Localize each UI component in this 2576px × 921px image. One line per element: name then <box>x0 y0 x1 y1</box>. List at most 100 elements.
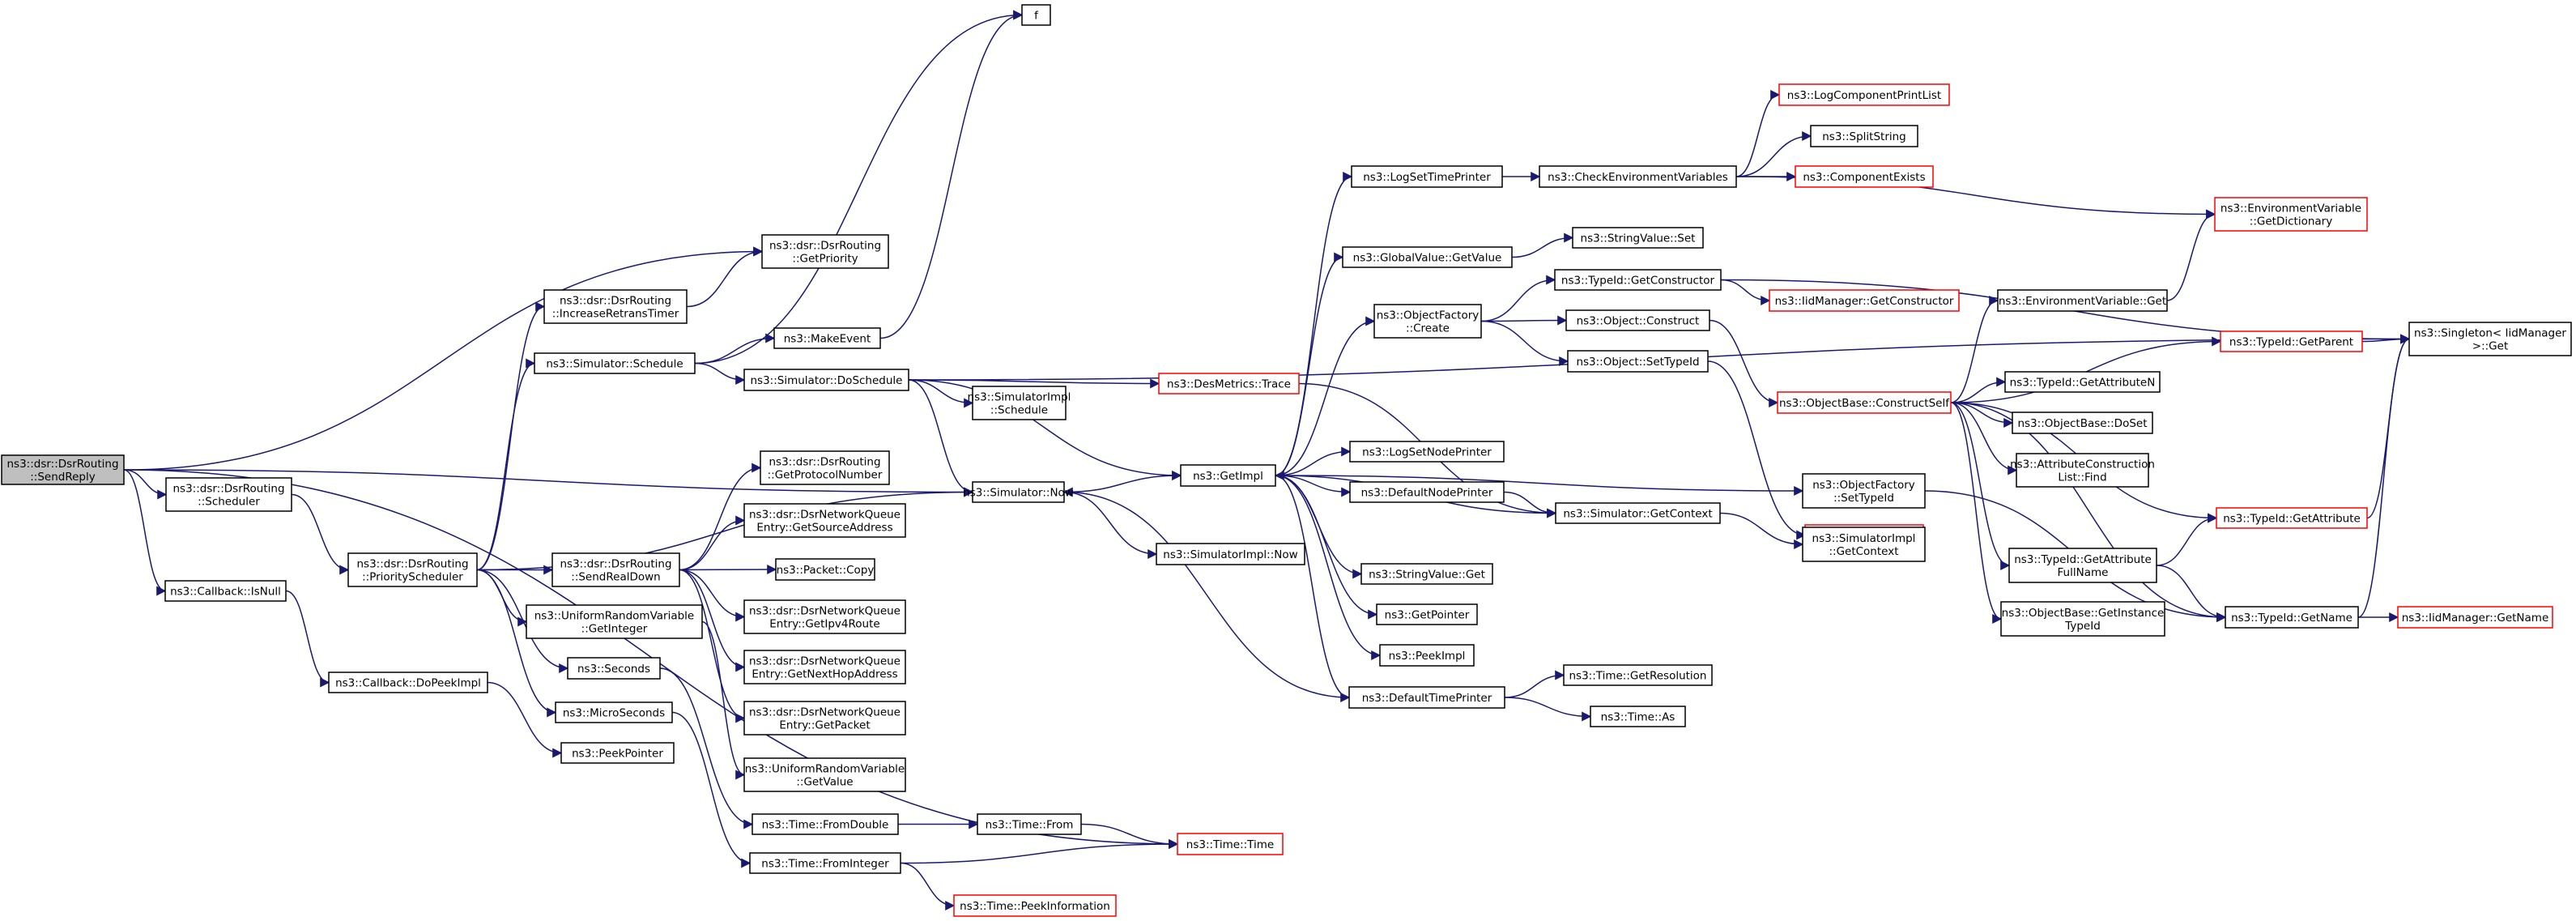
node-label-line: Entry::GetSourceAddress <box>756 522 892 535</box>
node-getResolution[interactable]: ns3::Time::GetResolution <box>1563 664 1713 686</box>
call-edge-constructSelf-to-envGet <box>1950 296 1999 403</box>
node-timeFrom[interactable]: ns3::Time::From <box>977 813 1082 835</box>
node-typeGetAttrN[interactable]: ns3::TypeId::GetAttributeN <box>2004 371 2161 393</box>
node-box <box>1565 309 1710 331</box>
node-label-line: ns3::TypeId::GetAttribute <box>2014 553 2152 566</box>
node-defNodePrinter[interactable]: ns3::DefaultNodePrinter <box>1349 481 1505 503</box>
node-compExists[interactable]: ns3::ComponentExists <box>1795 165 1934 188</box>
node-fromDouble[interactable]: ns3::Time::FromDouble <box>752 813 899 835</box>
node-label-line: ns3::LogComponentPrintList <box>1787 89 1941 102</box>
node-label-line: ns3::TypeId::GetAttribute <box>2223 513 2361 526</box>
call-edge-getImpl-to-ofSetTypeId <box>1275 475 1804 496</box>
node-singletonGet[interactable]: ns3::Singleton< IidManager >::Get <box>2408 322 2572 356</box>
node-box <box>743 757 906 792</box>
node-f[interactable]: f <box>1021 4 1051 26</box>
node-uniGetInteger[interactable]: ns3::UniformRandomVariable::GetInteger <box>526 604 703 639</box>
call-edge-typeGetName-to-singletonGet <box>2357 334 2411 618</box>
node-box <box>761 234 889 269</box>
call-edge-priorityScheduler-to-schedule <box>476 358 536 571</box>
node-schedule[interactable]: ns3::Simulator::Schedule <box>534 352 696 374</box>
node-label-line: ns3::Packet::Copy <box>777 564 875 577</box>
node-ofSetTypeId[interactable]: ns3::ObjectFactory::SetTypeId <box>1802 473 1926 509</box>
node-simImplNow[interactable]: ns3::SimulatorImpl::Now <box>1156 543 1305 565</box>
node-envGetDict[interactable]: ns3::EnvironmentVariable::GetDictionary <box>2214 197 2368 232</box>
node-timeTime[interactable]: ns3::Time::Time <box>1177 833 1284 855</box>
node-label-line: ns3::ComponentExists <box>1803 171 1925 184</box>
node-splitString[interactable]: ns3::SplitString <box>1810 125 1918 147</box>
node-uniGetValue[interactable]: ns3::UniformRandomVariable::GetValue <box>743 757 906 792</box>
node-getImpl[interactable]: ns3::GetImpl <box>1180 464 1276 487</box>
node-getPriority[interactable]: ns3::dsr::DsrRouting::GetPriority <box>761 234 889 269</box>
node-globalGetValue[interactable]: ns3::GlobalValue::GetValue <box>1342 246 1513 268</box>
node-logSetNode[interactable]: ns3::LogSetNodePrinter <box>1349 441 1505 463</box>
node-constructSelf[interactable]: ns3::ObjectBase::ConstructSelf <box>1777 391 1952 414</box>
call-edge-incRetrans-to-getPriority <box>686 246 764 308</box>
node-timeAs[interactable]: ns3::Time::As <box>1590 706 1686 727</box>
node-seconds[interactable]: ns3::Seconds <box>567 657 661 680</box>
node-typeGetName[interactable]: ns3::TypeId::GetName <box>2225 606 2359 629</box>
node-peekInfo[interactable]: ns3::Time::PeekInformation <box>953 894 1117 917</box>
node-getNextHop[interactable]: ns3::dsr::DsrNetworkQueueEntry::GetNextH… <box>743 650 906 684</box>
node-microSeconds[interactable]: ns3::MicroSeconds <box>555 701 673 723</box>
node-label-line: ns3::ObjectBase::GetInstance <box>2002 607 2165 620</box>
node-peekImpl[interactable]: ns3::PeekImpl <box>1379 644 1475 667</box>
node-now[interactable]: ns3::Simulator::Now <box>963 481 1074 503</box>
call-edge-priorityScheduler-to-seconds <box>476 569 569 673</box>
node-doPeekImpl[interactable]: ns3::Callback::DoPeekImpl <box>328 672 488 693</box>
node-box <box>775 558 875 581</box>
node-iidGetConstructor[interactable]: ns3::IidManager::GetConstructor <box>1769 289 1960 312</box>
node-checkEnv[interactable]: ns3::CheckEnvironmentVariables <box>1539 165 1737 188</box>
node-label-line: ::Create <box>1406 322 1450 335</box>
node-box <box>1777 391 1952 414</box>
node-typeGetAttr[interactable]: ns3::TypeId::GetAttribute <box>2216 507 2368 529</box>
node-sendRealDown[interactable]: ns3::dsr::DsrRouting::SendRealDown <box>551 552 680 587</box>
node-getPointer[interactable]: ns3::GetPointer <box>1376 603 1478 625</box>
node-iidGetName[interactable]: ns3::IidManager::GetName <box>2397 606 2553 629</box>
node-getSourceAddress[interactable]: ns3::dsr::DsrNetworkQueueEntry::GetSourc… <box>743 503 906 538</box>
node-logCompPrint[interactable]: ns3::LogComponentPrintList <box>1778 83 1950 106</box>
node-label-line: ns3::Seconds <box>577 663 650 676</box>
node-priorityScheduler[interactable]: ns3::dsr::DsrRouting::PriorityScheduler <box>347 552 478 587</box>
node-objFactoryCreate[interactable]: ns3::ObjectFactory::Create <box>1373 304 1482 339</box>
node-stringGet[interactable]: ns3::StringValue::Get <box>1360 563 1493 585</box>
node-logSetTime[interactable]: ns3::LogSetTimePrinter <box>1351 165 1503 188</box>
call-edge-getImpl-to-peekImpl <box>1275 475 1382 660</box>
node-objSetTypeId[interactable]: ns3::Object::SetTypeId <box>1567 350 1709 373</box>
node-peekPointer[interactable]: ns3::PeekPointer <box>560 742 675 764</box>
node-objConstruct[interactable]: ns3::Object::Construct <box>1565 309 1710 331</box>
node-stringSet[interactable]: ns3::StringValue::Set <box>1572 227 1704 249</box>
call-edge-globalGetValue-to-stringSet <box>1511 232 1574 258</box>
node-isNull[interactable]: ns3::Callback::IsNull <box>164 580 287 602</box>
node-box <box>526 604 703 639</box>
node-defTimePrinter[interactable]: ns3::DefaultTimePrinter <box>1348 686 1505 709</box>
node-getIpv4Route[interactable]: ns3::dsr::DsrNetworkQueueEntry::GetIpv4R… <box>743 599 906 634</box>
node-fromInteger[interactable]: ns3::Time::FromInteger <box>749 852 901 874</box>
node-objBaseDoSet[interactable]: ns3::ObjectBase::DoSet <box>2012 411 2153 434</box>
node-getPacket[interactable]: ns3::dsr::DsrNetworkQueueEntry::GetPacke… <box>743 701 906 736</box>
node-simImplSchedule[interactable]: ns3::SimulatorImpl::Schedule <box>968 386 1071 420</box>
node-label-line: ns3::ObjectBase::ConstructSelf <box>1779 397 1950 410</box>
node-incRetrans[interactable]: ns3::dsr::DsrRouting::IncreaseRetransTim… <box>543 289 688 324</box>
call-edge-root-to-isNull <box>123 469 167 596</box>
node-makeEvent[interactable]: ns3::MakeEvent <box>773 327 881 349</box>
node-simImplGetContext[interactable]: ns3::SimulatorImpl::GetContext <box>1802 527 1926 562</box>
node-typeGetParent[interactable]: ns3::TypeId::GetParent <box>2220 330 2363 352</box>
node-label-line: ns3::GlobalValue::GetValue <box>1353 252 1502 265</box>
node-scheduler[interactable]: ns3::dsr::DsrRouting::Scheduler <box>165 477 292 512</box>
node-desTrace[interactable]: ns3::DesMetrics::Trace <box>1158 373 1300 394</box>
node-label-line: f <box>1034 10 1039 23</box>
node-envGet[interactable]: ns3::EnvironmentVariable::Get <box>1997 289 2168 312</box>
node-box <box>2216 507 2368 529</box>
node-box <box>2214 197 2368 232</box>
node-getProtocolNumber[interactable]: ns3::dsr::DsrRouting::GetProtocolNumber <box>760 450 890 485</box>
call-edge-getImpl-to-getPointer <box>1275 475 1378 620</box>
node-root[interactable]: ns3::dsr::DsrRouting::SendReply <box>1 454 125 485</box>
node-doSchedule[interactable]: ns3::Simulator::DoSchedule <box>743 369 909 391</box>
node-packetCopy[interactable]: ns3::Packet::Copy <box>775 558 875 581</box>
node-typeGetConstructor[interactable]: ns3::TypeId::GetConstructor <box>1554 269 1722 291</box>
node-getContext[interactable]: ns3::Simulator::GetContext <box>1555 502 1721 524</box>
call-edge-root-to-now <box>123 469 974 497</box>
